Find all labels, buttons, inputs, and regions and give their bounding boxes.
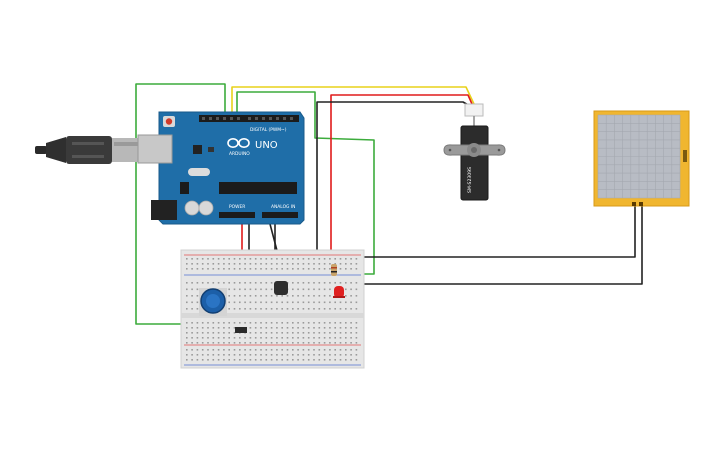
wire-red-servo[interactable]: [330, 94, 473, 258]
usb-cable-icon: [35, 136, 142, 164]
plotter-side-label: [683, 150, 687, 162]
power-header: [219, 212, 255, 218]
led-icon[interactable]: [333, 286, 345, 298]
resistor[interactable]: [331, 264, 337, 276]
capacitor-2: [198, 200, 214, 216]
plotter-grid: [597, 114, 681, 199]
usb-port: [137, 134, 173, 164]
crystal: [188, 168, 210, 176]
capacitor-1: [184, 200, 200, 216]
servo-model-label: SM-S2309S: [467, 167, 473, 193]
plotter-pin-2: [639, 202, 643, 206]
wire-yellow-servo[interactable]: [231, 86, 475, 118]
arduino-logo-icon: [227, 138, 250, 149]
potentiometer-knob-icon[interactable]: [199, 288, 227, 316]
arduino-uno-board[interactable]: DIGITAL (PWM~) ARDUINO UNO POWER ANALOG …: [137, 111, 305, 225]
power-label: POWER: [229, 204, 245, 210]
wire-black-servo[interactable]: [316, 101, 471, 258]
servo-motor[interactable]: SM-S2309S: [443, 103, 506, 201]
digital-label: DIGITAL (PWM~): [250, 127, 287, 133]
transistor-icon[interactable]: [274, 281, 288, 295]
model-label: UNO: [255, 140, 278, 151]
servo-horn-icon: [443, 143, 506, 157]
analog-label: ANALOG IN: [271, 204, 295, 210]
wire-black-plotter-1[interactable]: [352, 206, 636, 258]
wire-green-left-loop[interactable]: [135, 83, 236, 325]
brand-label: ARDUINO: [229, 151, 250, 157]
breadboard-holes: [186, 258, 358, 361]
plotter-display[interactable]: [593, 110, 690, 207]
wire-green-right[interactable]: [236, 91, 375, 275]
analog-header: [262, 212, 298, 218]
regulator: [180, 182, 189, 194]
plotter-pin-1: [632, 202, 636, 206]
wire-black-plotter-2[interactable]: [346, 206, 643, 285]
atmega-chip: [219, 182, 297, 194]
servo-connector: [464, 103, 484, 117]
slide-switch[interactable]: [235, 327, 247, 333]
power-jack: [151, 200, 177, 220]
usb-chip: [193, 145, 202, 154]
